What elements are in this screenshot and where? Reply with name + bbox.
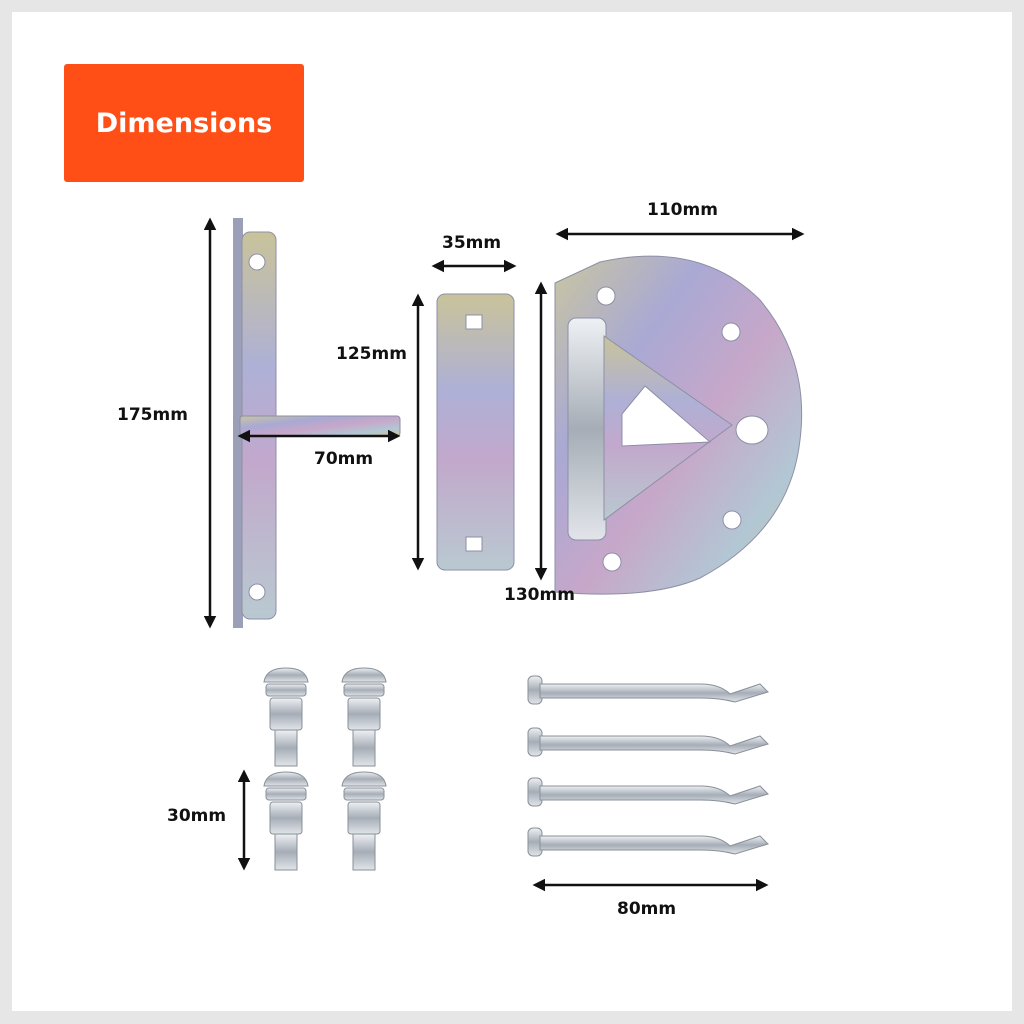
flat-plate-icon [436,293,515,571]
mount-width-label: 110mm [647,200,718,220]
bracket-arm-label: 70mm [314,449,374,469]
anchor-length-label: 80mm [617,899,677,919]
bracket-height-label: 175mm [117,405,188,425]
hinged-mount-plate-icon [554,255,803,595]
bolt-length-label: 30mm [167,806,227,826]
t-bracket-icon [233,218,401,628]
dimension-arrows [203,217,805,892]
badge-title: Dimensions [95,107,273,139]
mount-height-label: 130mm [504,585,575,605]
plate-width-label: 35mm [442,233,502,253]
carriage-bolt-icon [263,667,387,871]
plate-height-label: 125mm [336,344,407,364]
dimensions-badge: Dimensions [64,64,304,182]
sleeve-anchor-icon [527,675,769,857]
